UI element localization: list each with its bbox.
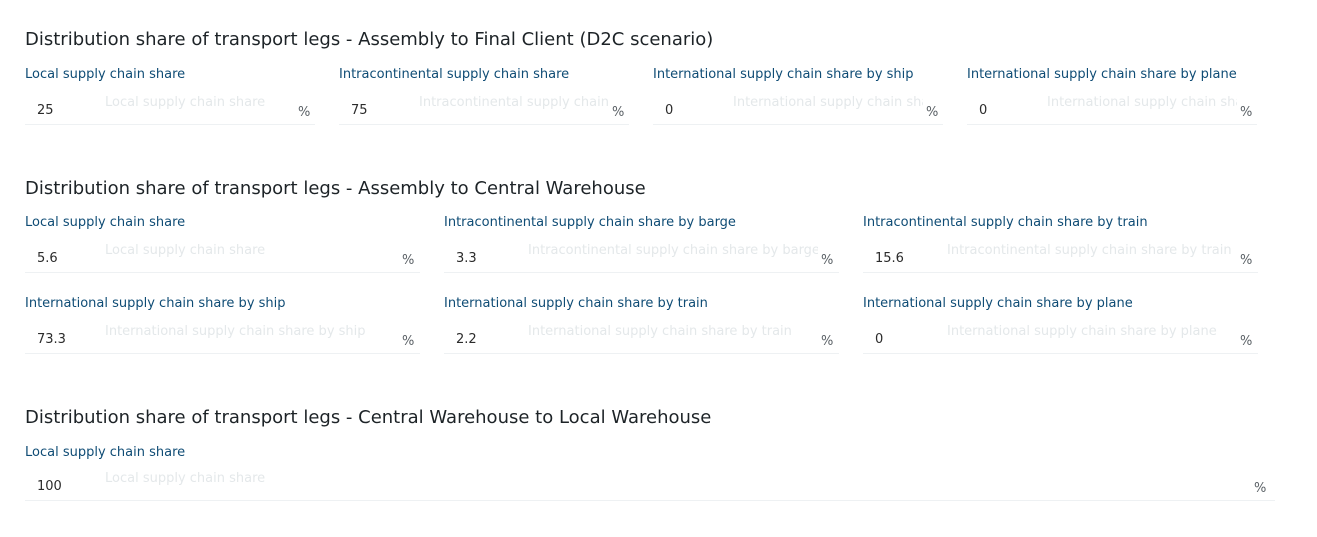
intracontinental-train-field-s2: Intracontinental supply chain share by t… [863, 215, 1258, 275]
section-title-central-local-warehouse: Distribution share of transport legs - C… [25, 407, 712, 428]
field-label: Intracontinental supply chain share by t… [863, 215, 1148, 230]
local-share-input-s2[interactable]: 5.6 Local supply chain share % [25, 243, 420, 273]
field-placeholder: Intracontinental supply chain share by t… [947, 243, 1232, 258]
field-label: Intracontinental supply chain share by b… [444, 215, 736, 230]
percent-unit: % [402, 334, 415, 349]
local-share-field-s2: Local supply chain share 5.6 Local suppl… [25, 215, 420, 275]
field-placeholder: International supply chain share by plan… [1047, 95, 1237, 110]
international-train-field-s2: International supply chain share by trai… [444, 296, 839, 356]
field-value: 0 [665, 103, 674, 118]
intracontinental-barge-field-s2: Intracontinental supply chain share by b… [444, 215, 839, 275]
intracontinental-train-input-s2[interactable]: 15.6 Intracontinental supply chain share… [863, 243, 1258, 273]
field-value: 5.6 [37, 251, 58, 266]
percent-unit: % [1240, 105, 1253, 120]
field-label: Local supply chain share [25, 215, 186, 230]
field-placeholder: Intracontinental supply chain share by b… [528, 243, 818, 258]
local-share-input-s3[interactable]: 100 Local supply chain share % [25, 471, 1275, 501]
field-placeholder: Local supply chain share [105, 471, 266, 486]
percent-unit: % [612, 105, 625, 120]
section-title-assembly-central-warehouse: Distribution share of transport legs - A… [25, 178, 646, 199]
percent-unit: % [298, 105, 311, 120]
international-train-input-s2[interactable]: 2.2 International supply chain share by … [444, 324, 839, 354]
international-plane-input-s2[interactable]: 0 International supply chain share by pl… [863, 324, 1258, 354]
international-ship-field-s2: International supply chain share by ship… [25, 296, 420, 356]
field-label: International supply chain share by ship [25, 296, 286, 311]
international-ship-input-s1[interactable]: 0 International supply chain share by sh… [653, 95, 943, 125]
field-label: International supply chain share by trai… [444, 296, 708, 311]
international-ship-field-s1: International supply chain share by ship… [653, 67, 943, 127]
field-value: 75 [351, 103, 368, 118]
field-placeholder: International supply chain share by plan… [947, 324, 1217, 339]
field-label: International supply chain share by plan… [967, 67, 1237, 82]
percent-unit: % [1240, 334, 1253, 349]
local-share-field-s3: Local supply chain share 100 Local suppl… [25, 445, 1275, 505]
local-share-input-s1[interactable]: 25 Local supply chain share % [25, 95, 315, 125]
field-placeholder: Intracontinental supply chain share [419, 95, 609, 110]
percent-unit: % [1240, 253, 1253, 268]
intracontinental-share-input-s1[interactable]: 75 Intracontinental supply chain share % [339, 95, 629, 125]
intracontinental-share-field-s1: Intracontinental supply chain share 75 I… [339, 67, 629, 127]
field-label: Local supply chain share [25, 445, 186, 460]
section-title-assembly-final-client: Distribution share of transport legs - A… [25, 29, 714, 50]
international-plane-field-s2: International supply chain share by plan… [863, 296, 1258, 356]
field-value: 25 [37, 103, 54, 118]
field-placeholder: Local supply chain share [105, 95, 266, 110]
percent-unit: % [1254, 481, 1267, 496]
field-value: 0 [979, 103, 988, 118]
international-ship-input-s2[interactable]: 73.3 International supply chain share by… [25, 324, 420, 354]
international-plane-input-s1[interactable]: 0 International supply chain share by pl… [967, 95, 1257, 125]
field-value: 3.3 [456, 251, 477, 266]
field-value: 15.6 [875, 251, 904, 266]
field-value: 2.2 [456, 332, 477, 347]
field-value: 100 [37, 479, 62, 494]
percent-unit: % [402, 253, 415, 268]
field-label: Intracontinental supply chain share [339, 67, 570, 82]
field-value: 0 [875, 332, 884, 347]
field-value: 73.3 [37, 332, 66, 347]
field-label: International supply chain share by ship [653, 67, 914, 82]
field-label: International supply chain share by plan… [863, 296, 1133, 311]
percent-unit: % [821, 334, 834, 349]
field-label: Local supply chain share [25, 67, 186, 82]
field-placeholder: International supply chain share by trai… [528, 324, 792, 339]
local-share-field-s1: Local supply chain share 25 Local supply… [25, 67, 315, 127]
percent-unit: % [821, 253, 834, 268]
percent-unit: % [926, 105, 939, 120]
field-placeholder: International supply chain share by ship [733, 95, 923, 110]
field-placeholder: International supply chain share by ship [105, 324, 366, 339]
field-placeholder: Local supply chain share [105, 243, 266, 258]
international-plane-field-s1: International supply chain share by plan… [967, 67, 1257, 127]
intracontinental-barge-input-s2[interactable]: 3.3 Intracontinental supply chain share … [444, 243, 839, 273]
